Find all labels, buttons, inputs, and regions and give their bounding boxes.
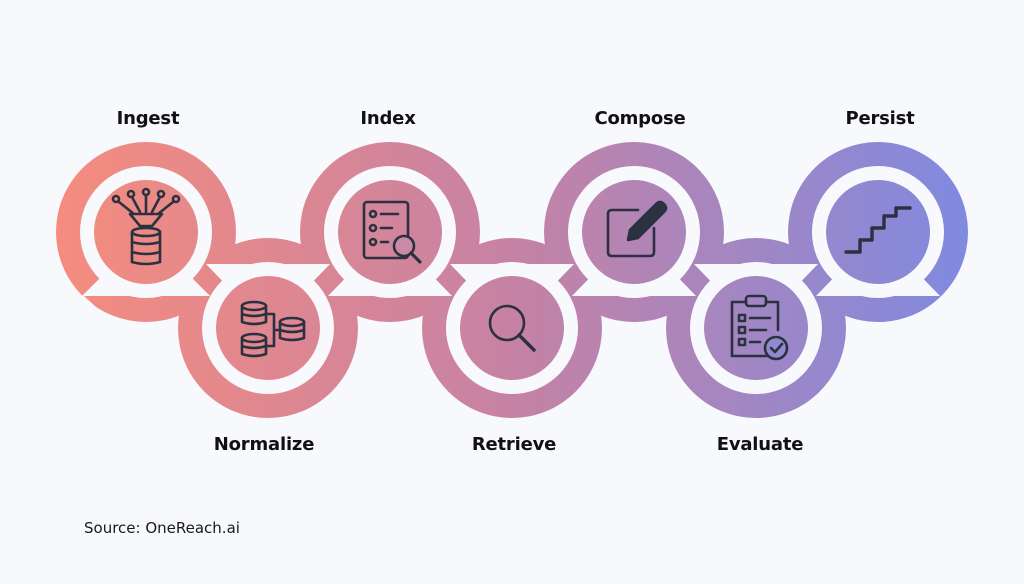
step-label-index: Index	[360, 108, 416, 129]
disc-retrieve	[460, 276, 564, 380]
edit-pen-icon	[606, 200, 668, 258]
connected-databases-icon	[240, 300, 306, 358]
disc-persist	[826, 180, 930, 284]
step-label-persist: Persist	[845, 108, 915, 129]
checklist-clipboard-icon	[730, 294, 789, 361]
step-label-ingest: Ingest	[116, 108, 180, 129]
disc-evaluate	[704, 276, 808, 380]
step-label-compose: Compose	[594, 108, 686, 129]
step-label-retrieve: Retrieve	[471, 434, 557, 455]
list-magnifier-icon	[362, 200, 422, 264]
disc-ingest	[94, 180, 198, 284]
step-label-normalize: Normalize	[213, 434, 315, 455]
search-icon	[488, 304, 536, 352]
source-credit: Source: OneReach.ai	[84, 519, 240, 537]
funnel-database-icon	[111, 187, 181, 266]
step-label-evaluate: Evaluate	[716, 434, 804, 455]
disc-index	[338, 180, 442, 284]
stairs-icon	[844, 206, 912, 254]
